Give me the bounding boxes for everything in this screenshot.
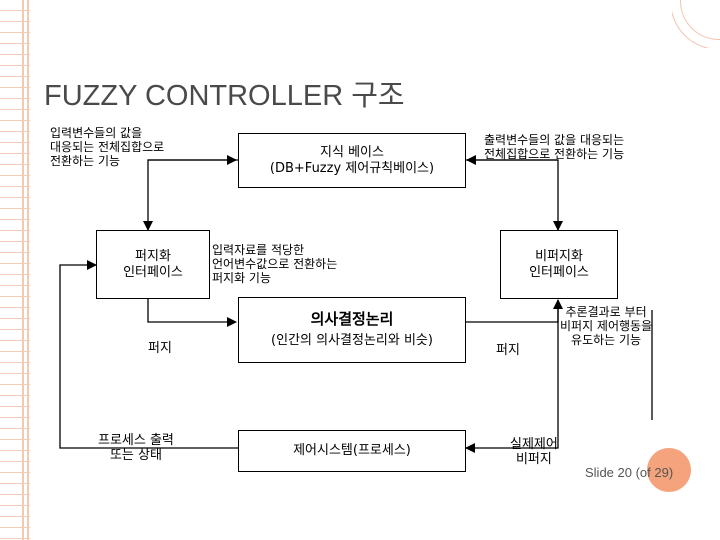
connector-kb-to-defuzzification: [465, 160, 558, 230]
decision-logic-box: 의사결정논리 (인간의 의사결정논리와 비슷): [238, 297, 466, 363]
process-output-label: 프로세스 출력 또는 상태: [98, 433, 174, 463]
fuzzification-sublabel: 인터페이스: [123, 265, 183, 281]
knowledge-base-sublabel: (DB+Fuzzy 제어규칙베이스): [270, 161, 434, 177]
defuzzification-sublabel: 인터페이스: [529, 265, 589, 281]
fuzzy-left-label: 퍼지: [148, 342, 172, 356]
input-mapping-note: 입력변수들의 값을 대응되는 전체집합으로 전환하는 기능: [50, 126, 164, 168]
control-system-label: 제어시스템(프로세스): [293, 443, 411, 459]
decision-logic-sub: (인간의 의사결정논리와 비슷): [271, 333, 433, 349]
connector-decision-to-defuzzification: [466, 300, 558, 322]
fuzzification-label: 퍼지화: [135, 249, 171, 265]
fuzzify-function-note: 입력자료를 적당한 언어변수값으로 전환하는 퍼지화 기능: [212, 243, 337, 285]
actual-control-label: 실제제어 비퍼지: [510, 437, 558, 467]
control-system-box: 제어시스템(프로세스): [238, 430, 466, 472]
connector-kb-to-fuzzification: [148, 160, 238, 230]
connector-fuzzification-to-decision: [148, 298, 236, 322]
defuzzification-interface-box: 비퍼지화 인터페이스: [500, 230, 618, 299]
output-mapping-note: 출력변수들의 값을 대응되는 전체집합으로 전환하는 기능: [484, 133, 624, 161]
decision-logic-title: 의사결정논리: [311, 311, 394, 327]
knowledge-base-label: 지식 베이스: [320, 145, 384, 161]
slide-number: Slide 20 (of 29): [585, 465, 673, 480]
defuzzify-function-note: 추론결과로 부터 비퍼지 제어행동을 유도하는 기능: [560, 305, 652, 347]
fuzzy-right-label: 퍼지: [496, 344, 520, 358]
defuzzification-label: 비퍼지화: [535, 249, 583, 265]
slide-number-text: Slide 20 (of 29): [585, 465, 673, 480]
knowledge-base-box: 지식 베이스 (DB+Fuzzy 제어규칙베이스): [238, 133, 466, 188]
fuzzification-interface-box: 퍼지화 인터페이스: [96, 230, 210, 299]
